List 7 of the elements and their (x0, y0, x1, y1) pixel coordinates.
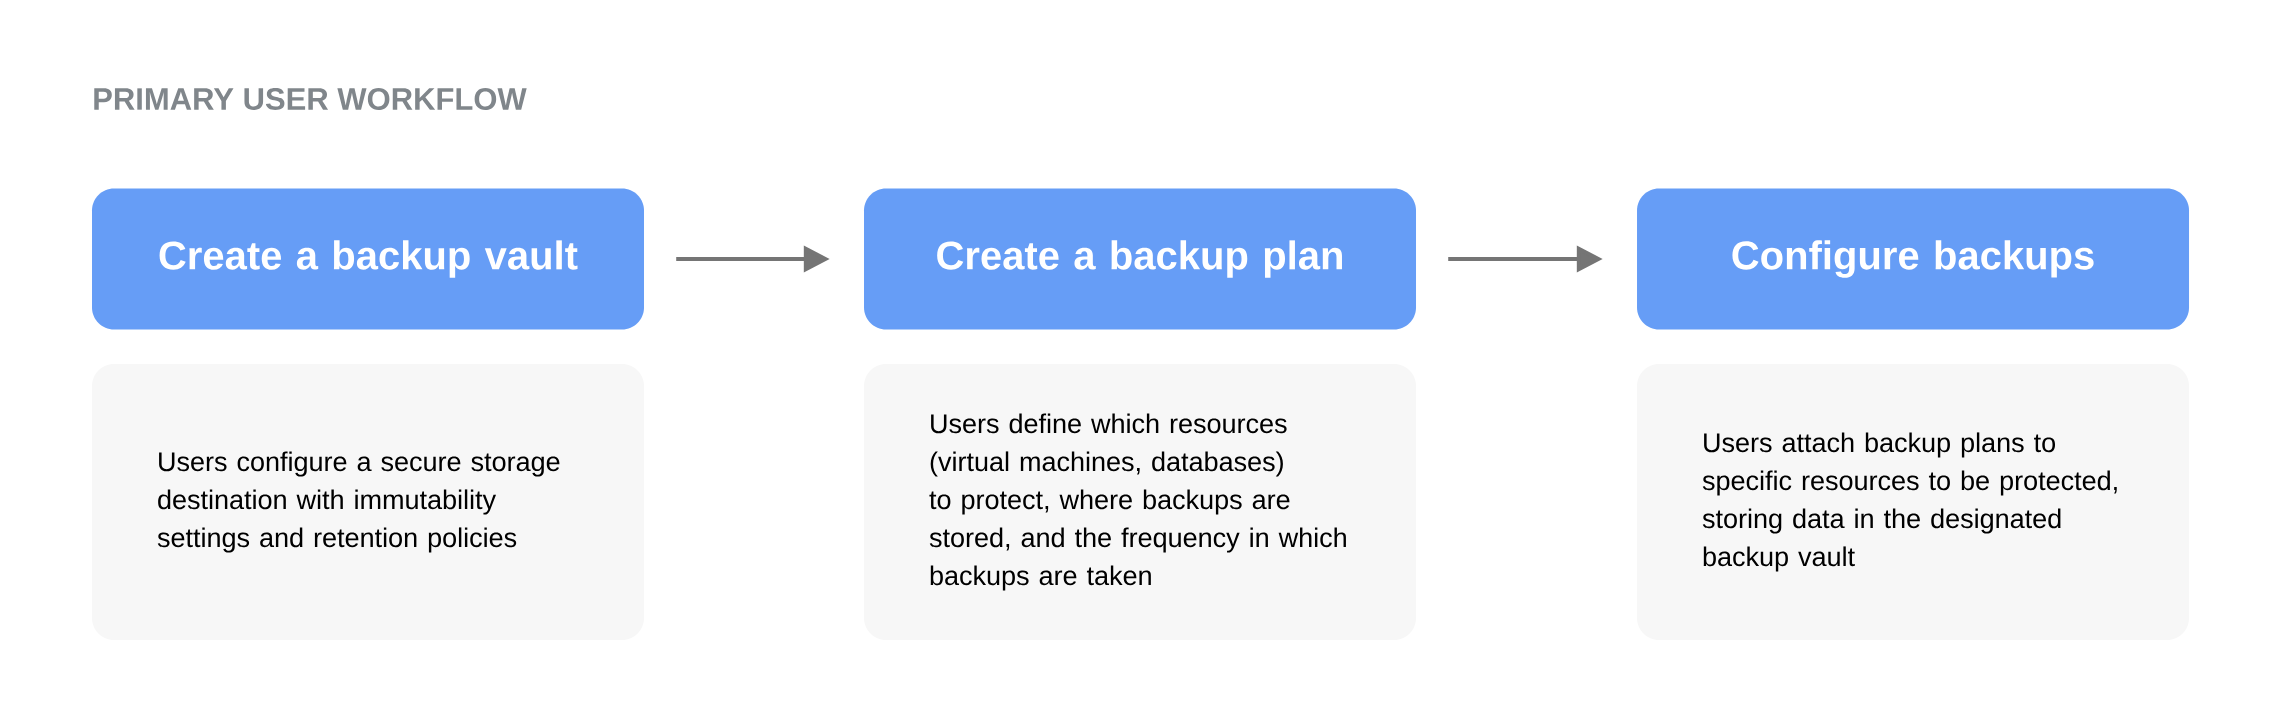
description-card: Users define which resources (virtual machines, databases) to protect, where backups are stored, and the frequency in which backups are taken (864, 364, 1416, 640)
step-box: Create a backup vault (92, 188, 644, 330)
heading: PRIMARY USER WORKFLOW (94, 88, 527, 110)
step-box: Create a backup plan (864, 188, 1416, 330)
step-box: Configure backups (1637, 188, 2190, 330)
description-card: Users configure a secure storage destination with immutability settings and retention policies (92, 364, 644, 640)
description-card: Users attach backup plans to specific resources to be protected, storing data in the designated backup vault (1637, 364, 2190, 640)
